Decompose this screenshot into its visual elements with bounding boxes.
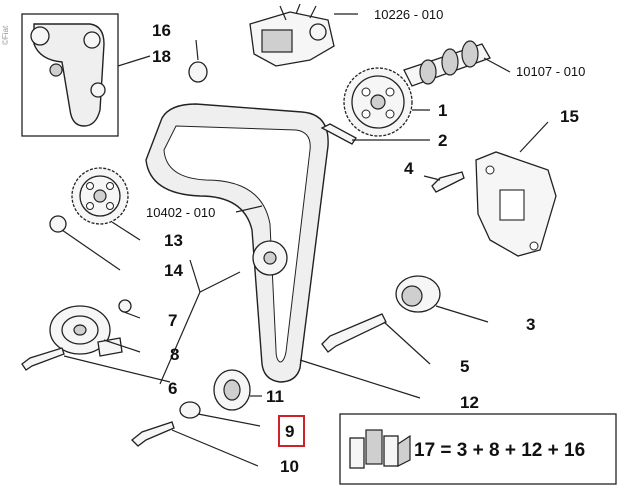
idler-3	[395, 275, 441, 313]
callout-9[interactable]: 9	[285, 422, 294, 441]
bolt-10	[131, 421, 175, 447]
nut-14	[49, 215, 67, 233]
callout-16: 16	[152, 21, 171, 40]
callout-14: 14	[164, 261, 183, 280]
tensioner	[49, 305, 123, 357]
injection-pump	[249, 3, 335, 67]
ref-camshaft: 10107 - 010	[516, 64, 585, 79]
ref-crankshaft: 10402 - 010	[146, 205, 215, 220]
callout-15: 15	[560, 107, 579, 126]
ref-pump: 10226 - 010	[374, 7, 443, 22]
camshaft	[403, 40, 491, 87]
callout-13: 13	[164, 231, 183, 250]
watermark: ©Fiat	[1, 25, 10, 45]
kit-formula: 17 = 3 + 8 + 12 + 16	[414, 440, 585, 461]
bolt-4	[431, 171, 465, 193]
callout-7: 7	[168, 311, 177, 330]
callout-8: 8	[170, 345, 179, 364]
idler-pulley	[252, 240, 288, 276]
callout-2: 2	[438, 131, 447, 150]
callout-12: 12	[460, 393, 479, 412]
callout-10: 10	[280, 457, 299, 476]
bolt-5	[321, 313, 387, 353]
camshaft-pulley	[343, 67, 413, 137]
callout-18: 18	[152, 47, 171, 66]
callout-1: 1	[438, 101, 447, 120]
callout-11: 11	[266, 387, 284, 406]
leader-lines	[61, 13, 549, 467]
bolt-2	[320, 123, 357, 145]
bushing-16	[188, 61, 208, 83]
callout-6: 6	[168, 379, 177, 398]
kit-box: 17 = 3 + 8 + 12 + 16	[339, 413, 617, 485]
kit-icon	[349, 429, 411, 469]
inset-overview	[21, 13, 151, 137]
bolt-6	[21, 347, 65, 371]
washer-9	[179, 401, 201, 419]
callout-3: 3	[526, 315, 535, 334]
crankshaft-pulley	[71, 167, 129, 225]
highlight-box	[278, 415, 305, 447]
callout-4: 4	[404, 159, 414, 178]
bracket-15	[475, 151, 557, 257]
timing-belt	[145, 103, 329, 383]
nut-7	[118, 299, 132, 313]
pulley-11	[213, 369, 251, 411]
callout-5: 5	[460, 357, 469, 376]
